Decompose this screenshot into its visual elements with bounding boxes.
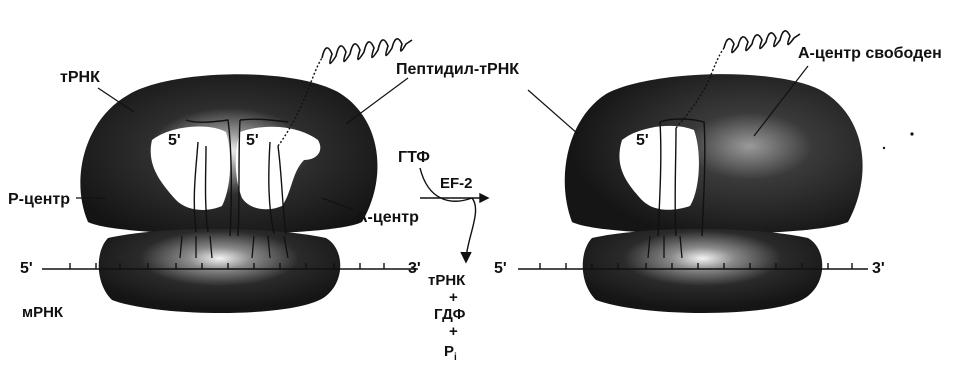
phosphate-letter: P <box>444 343 454 360</box>
polypeptide-coil-right <box>724 31 800 53</box>
mrna-five-prime-left: 5' <box>20 261 33 277</box>
five-prime-right-p-site: 5' <box>636 133 649 149</box>
plus-sign-2: + <box>449 324 458 339</box>
mrna-three-prime-right: 3' <box>872 261 885 277</box>
five-prime-p-site-label: 5' <box>168 133 181 149</box>
polypeptide-coil-left <box>322 39 412 64</box>
a-site-free-label: А-центр свободен <box>798 46 942 62</box>
ribosome-left <box>80 39 412 313</box>
large-subunit-right <box>565 74 863 234</box>
a-site-label: А-центр <box>356 210 419 226</box>
small-subunit-right <box>583 229 823 313</box>
p-site-label: Р-центр <box>8 192 70 208</box>
gtp-label: ГТФ <box>398 150 430 166</box>
trna-label: тРНК <box>60 70 100 86</box>
small-subunit-left <box>99 229 341 313</box>
product-gdp-label: ГДФ <box>434 307 465 322</box>
ribosome-right <box>565 31 863 313</box>
phosphate-subscript: i <box>454 352 457 363</box>
mrna-label: мРНК <box>22 305 63 320</box>
mrna-five-prime-right: 5' <box>494 261 507 277</box>
five-prime-a-site-label: 5' <box>246 133 259 149</box>
ef2-label: EF-2 <box>440 176 473 191</box>
plus-sign-1: + <box>449 290 458 305</box>
mrna-three-prime-left: 3' <box>408 261 421 277</box>
product-trna-label: тРНК <box>428 273 465 288</box>
inorganic-phosphate-label: Pi <box>444 344 457 363</box>
peptidyl-trna-label: Пептидил-тРНК <box>396 62 519 78</box>
print-specks <box>883 132 914 149</box>
